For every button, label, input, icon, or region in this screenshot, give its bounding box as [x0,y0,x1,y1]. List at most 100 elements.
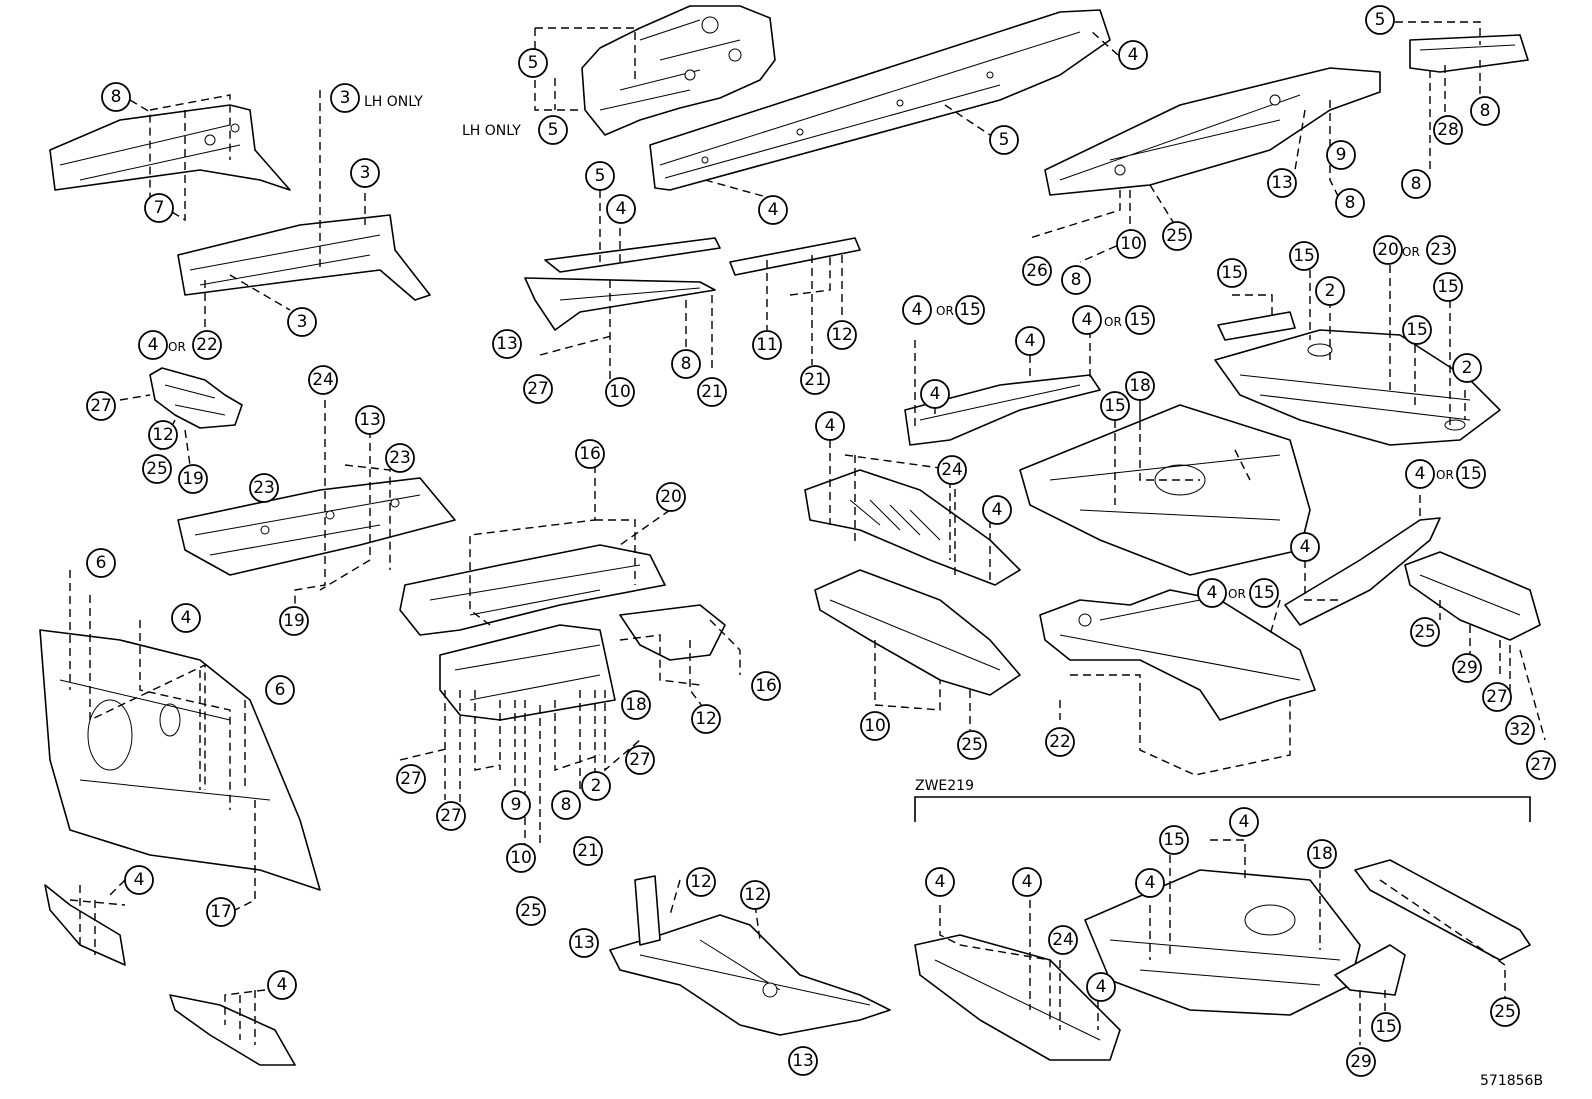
callout: 17 [206,897,236,927]
svg-text:15: 15 [1406,320,1428,340]
callout: 19 [279,606,309,636]
callout: 4 [267,970,297,1000]
callout: 25 [516,896,546,926]
callout: 9 [501,790,531,820]
svg-text:25: 25 [1414,622,1436,642]
callout: 15 [1217,258,1247,288]
callout: 4 [138,330,168,360]
callout: 18 [621,690,651,720]
callout: 4 [1118,40,1148,70]
callout: 24 [308,365,338,395]
svg-text:4: 4 [148,335,159,355]
or-note-5: OR [1436,468,1454,482]
suspension-bracket-part [149,367,243,429]
callout: 4 [1197,578,1227,608]
callout: 15 [955,295,985,325]
callout: 4 [606,194,636,224]
floor-bracket-part [619,604,726,661]
callout: 4 [1229,807,1259,837]
svg-text:15: 15 [1104,396,1126,416]
callout: 4 [1015,326,1045,356]
svg-text:12: 12 [831,325,853,345]
callout: 16 [575,439,605,469]
zwe219-cross-member-part [1354,859,1531,961]
rear-side-member-extension-part [1284,517,1441,626]
svg-text:19: 19 [182,469,204,489]
zwe219-side-panel-part [914,934,1121,1061]
callout: 15 [1456,459,1486,489]
callout: 12 [148,420,178,450]
svg-text:4: 4 [912,300,923,320]
callout: 21 [800,365,830,395]
center-floor-tunnel-part [804,469,1021,586]
svg-text:5: 5 [595,166,606,186]
callout: 5 [585,161,615,191]
callout: 27 [436,801,466,831]
callout: 25 [957,730,987,760]
callout: 6 [265,675,295,705]
callout: 8 [1401,169,1431,199]
section-label: ZWE219 [915,778,974,794]
svg-text:27: 27 [1530,755,1552,775]
svg-text:27: 27 [90,396,112,416]
callout: 8 [1335,188,1365,218]
svg-text:21: 21 [701,382,723,402]
front-apron-part [581,5,776,136]
svg-text:4: 4 [1128,45,1139,65]
svg-text:25: 25 [520,901,542,921]
svg-text:21: 21 [804,370,826,390]
svg-text:4: 4 [1145,873,1156,893]
center-floor-side-part [904,374,1101,446]
rear-bracket-part [1409,34,1529,73]
svg-text:5: 5 [1375,10,1386,30]
callout: 4 [1086,972,1116,1002]
callout: 24 [1048,925,1078,955]
callout: 13 [355,405,385,435]
callout: 3 [287,307,317,337]
svg-text:28: 28 [1437,120,1459,140]
callout: 8 [1470,96,1500,126]
callout: 2 [1452,353,1482,383]
callout: 5 [538,115,568,145]
svg-text:4: 4 [768,200,779,220]
svg-text:2: 2 [1462,358,1473,378]
callout: 27 [396,764,426,794]
svg-text:4: 4 [134,870,145,890]
svg-text:2: 2 [591,776,602,796]
svg-text:4: 4 [1025,331,1036,351]
or-note-2: OR [936,304,954,318]
svg-text:5: 5 [548,120,559,140]
svg-text:16: 16 [579,444,601,464]
svg-text:24: 24 [312,370,334,390]
svg-text:8: 8 [1345,193,1356,213]
svg-text:19: 19 [283,611,305,631]
svg-text:15: 15 [1460,464,1482,484]
svg-text:20: 20 [1377,240,1399,260]
svg-text:6: 6 [96,553,107,573]
svg-text:10: 10 [864,716,886,736]
svg-text:27: 27 [1486,687,1508,707]
svg-text:4: 4 [1415,464,1426,484]
callout: 15 [1100,391,1130,421]
callout: 4 [1290,532,1320,562]
svg-text:24: 24 [1052,930,1074,950]
callout: 12 [827,320,857,350]
callout: 10 [1116,229,1146,259]
svg-text:4: 4 [825,416,836,436]
callout: 13 [1267,168,1297,198]
svg-text:13: 13 [359,410,381,430]
callout: 4 [124,865,154,895]
svg-text:18: 18 [1311,844,1333,864]
svg-text:32: 32 [1509,720,1531,740]
rear-floor-cross-member-part [1404,551,1541,641]
callout: 4 [1405,459,1435,489]
callout: 27 [1526,750,1556,780]
front-floor-reinforcement-part [439,624,616,721]
callout: 7 [144,193,174,223]
callout: 15 [1371,1012,1401,1042]
callout: 5 [1365,5,1395,35]
svg-text:15: 15 [1293,246,1315,266]
svg-text:3: 3 [297,312,308,332]
svg-text:8: 8 [681,354,692,374]
svg-text:16: 16 [755,676,777,696]
